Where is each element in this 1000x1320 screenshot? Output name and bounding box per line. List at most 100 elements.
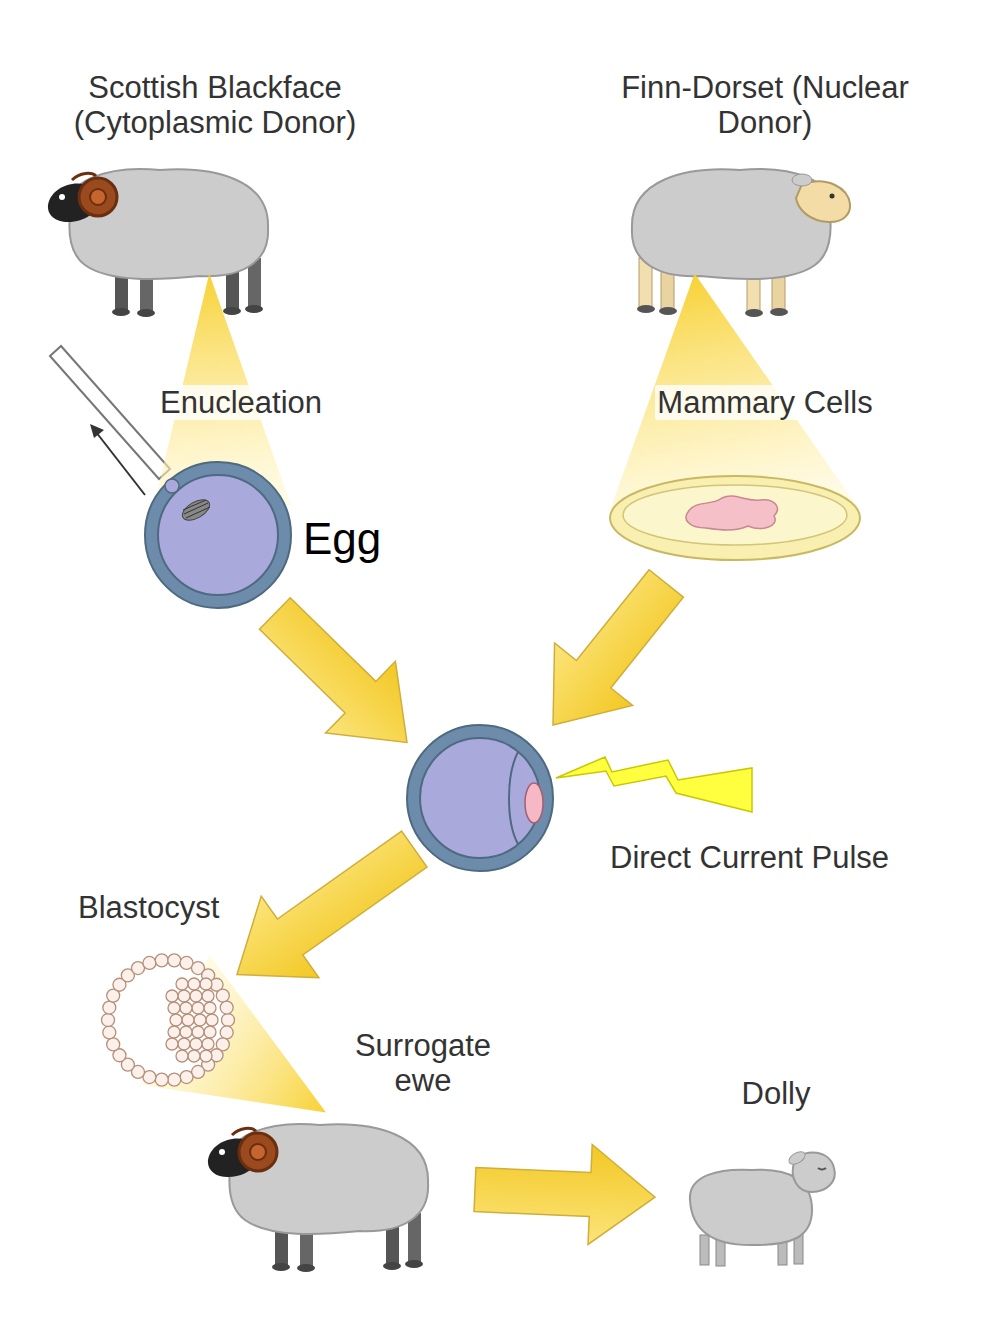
illustration-part: [245, 305, 263, 313]
illustration-part: [770, 308, 788, 316]
blastocyst-cell: [176, 1050, 188, 1062]
fused-cell: [407, 725, 553, 871]
illustration-part: [90, 189, 106, 205]
blastocyst-cell: [190, 990, 202, 1002]
illustration-part: [525, 783, 543, 823]
illustration-part: [72, 173, 96, 180]
illustration-part: [623, 485, 847, 545]
blastocyst-cell: [168, 1073, 181, 1086]
illustration-part: [223, 307, 241, 315]
blastocyst-cell: [166, 1038, 178, 1050]
node-label: Egg: [303, 514, 413, 564]
node-label: Direct Current Pulse: [610, 840, 990, 875]
blastocyst-cell: [220, 1001, 233, 1014]
blastocyst-cell: [143, 956, 156, 969]
cell-culture-dish: Mammary Cells: [610, 470, 860, 560]
illustration-part: [96, 432, 145, 495]
step-label: Enucleation: [158, 385, 324, 420]
blastocyst-cell: [102, 1014, 115, 1027]
illustration-part: [830, 194, 835, 199]
block-arrow: [553, 570, 683, 725]
illustration-part: [420, 738, 540, 858]
blastocyst-cell: [192, 1002, 204, 1014]
blastocyst-cell: [180, 1002, 192, 1014]
blastocyst-cell: [188, 1050, 200, 1062]
cloned-lamb: Dolly: [685, 1140, 840, 1270]
illustration-part: [158, 475, 278, 595]
illustration-part: [818, 1168, 826, 1170]
illustration-part: [50, 346, 170, 479]
block-arrow: [474, 1145, 655, 1245]
blastocyst-cell: [168, 1002, 180, 1014]
surrogate-sheep: [208, 1124, 428, 1272]
illustration-part: [792, 174, 812, 186]
illustration-part: [686, 496, 777, 530]
blastocyst-cell: [178, 990, 190, 1002]
blastocyst-cell: [202, 990, 214, 1002]
blastocyst-cell: [192, 1026, 204, 1038]
surrogate-sheep-node: Surrogate ewe: [205, 1105, 425, 1255]
blastocyst-cell: [155, 954, 168, 967]
blastocyst-cell: [200, 978, 212, 990]
illustration-part: [59, 194, 65, 200]
blastocyst: [102, 954, 235, 1086]
blastocyst-cell: [176, 978, 188, 990]
blastocyst-cell: [178, 1038, 190, 1050]
illustration-part: [165, 479, 179, 493]
illustration-part: [183, 500, 210, 518]
egg-cell-node: Egg: [145, 462, 291, 608]
block-arrow: [260, 598, 408, 743]
blastocyst-cell: [216, 989, 229, 1002]
blastocyst-cell: [180, 1071, 193, 1084]
donor-sheep: Scottish Blackface (Cytoplasmic Donor): [45, 165, 270, 320]
illustration-part: [112, 308, 130, 316]
donor-sheep: Finn-Dorset (Nuclear Donor): [628, 165, 850, 320]
blastocyst-cell: [204, 1002, 216, 1014]
illustration-part: [659, 307, 677, 315]
blastocyst-cell: [190, 1038, 202, 1050]
current-bolt: [556, 757, 752, 812]
blackface-sheep: [48, 169, 268, 317]
egg-cell: [145, 462, 291, 608]
blastocyst-cell: [222, 1014, 235, 1027]
pipette: [50, 346, 170, 495]
node-label: Blastocyst: [78, 890, 278, 925]
blastocyst-cell: [107, 1038, 120, 1051]
blastocyst-cell: [168, 954, 181, 967]
illustration-part: [137, 309, 155, 317]
illustration-part: [179, 496, 213, 525]
dolly-lamb: [690, 1149, 835, 1266]
illustration-part: [145, 462, 291, 608]
node-label: Scottish Blackface (Cytoplasmic Donor): [30, 70, 400, 140]
node-label: Finn-Dorset (Nuclear Donor): [615, 70, 915, 140]
node-label: Mammary Cells: [655, 385, 874, 420]
node-label: Surrogate ewe: [328, 1028, 518, 1098]
blastocyst-cell: [168, 1026, 180, 1038]
blastocyst-cell: [194, 1014, 206, 1026]
node-label: Dolly: [676, 1076, 876, 1111]
blastocyst-cell: [206, 1014, 218, 1026]
blastocyst-cell: [166, 990, 178, 1002]
blastocyst-cavity: [108, 960, 228, 1080]
blastocyst-cell: [188, 978, 200, 990]
blastocyst-cell: [182, 1014, 194, 1026]
illustration-part: [796, 181, 850, 222]
blastocyst-cell: [220, 1026, 233, 1039]
blastocyst-cell: [103, 1001, 116, 1014]
blastocyst-cell: [200, 1050, 212, 1062]
illustration-part: [745, 309, 763, 317]
blastocyst-node: Blastocyst: [100, 955, 237, 1085]
blastocyst-cell: [155, 1073, 168, 1086]
petri-dish: [610, 476, 860, 560]
blastocyst-cell: [170, 1014, 182, 1026]
illustration-part: [509, 752, 518, 844]
illustration-part: [610, 476, 860, 560]
block-arrow: [237, 831, 427, 978]
illustration-part: [90, 424, 104, 438]
finn-dorset-sheep: [632, 169, 850, 317]
blastocyst-cell: [180, 1026, 192, 1038]
illustration-part: [407, 725, 553, 871]
illustration-part: [632, 169, 831, 279]
